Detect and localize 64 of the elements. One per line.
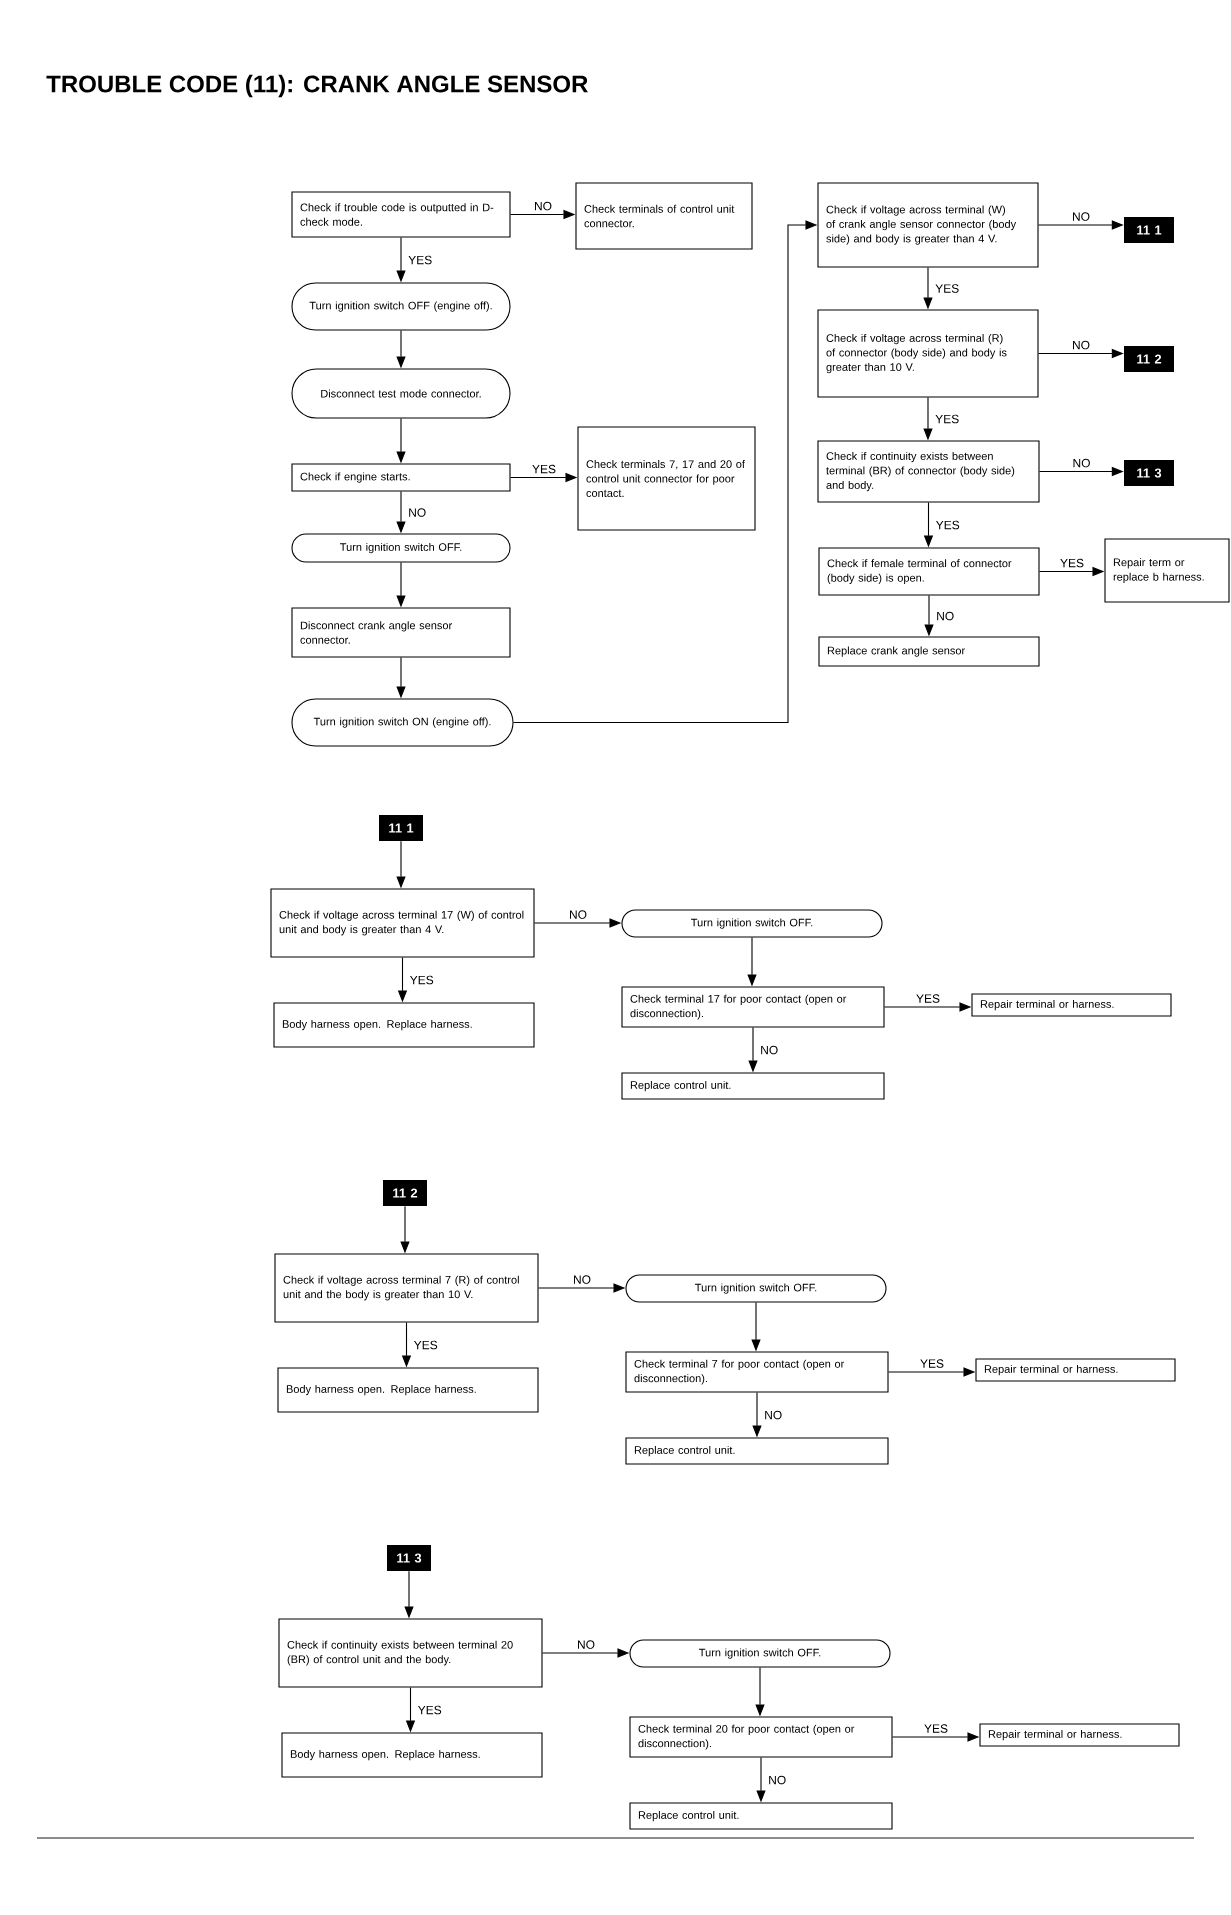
edge-label: YES	[531, 463, 557, 475]
edge-label: NO	[533, 200, 553, 212]
process-box: Check if engine starts.	[291, 463, 511, 492]
process-box: Body harness open. Replace harness.	[281, 1732, 543, 1778]
code-badge: 11 1	[379, 815, 423, 841]
title: TROUBLE CODE (11): CRANK ANGLE SENSOR	[46, 74, 588, 98]
process-box: Body harness open. Replace harness.	[273, 1002, 535, 1048]
edge-label: YES	[408, 974, 435, 986]
edge-label: NO	[763, 1409, 784, 1421]
process-box: Check if voltage across terminal 7 (R) of control unit and the body is greater than 10 V.	[274, 1253, 539, 1323]
process-box: Repair terminal or harness.	[975, 1358, 1176, 1382]
edge-label: YES	[919, 1358, 945, 1369]
edge-label: YES	[412, 1339, 439, 1351]
process-box: Replace control unit.	[621, 1072, 885, 1100]
code-badge: 11 2	[1124, 346, 1174, 372]
edge-label: NO	[407, 507, 428, 518]
rounded-box: Turn ignition switch ON (engine off).	[291, 698, 514, 747]
process-box: Body harness open. Replace harness.	[277, 1367, 539, 1413]
process-box: Check if trouble code is outputted in D-check mode.	[291, 191, 511, 238]
edge-label: NO	[1071, 211, 1091, 222]
edge-label: NO	[1071, 457, 1092, 469]
edge-label: NO	[576, 1639, 596, 1650]
rounded-box: Turn ignition switch OFF.	[625, 1274, 887, 1303]
rounded-box: Disconnect test mode connector.	[291, 368, 511, 419]
process-box: Check terminal 7 for poor contact (open or disconnection).	[625, 1351, 889, 1393]
edge-label: YES	[416, 1704, 443, 1716]
process-box: Check terminals 7, 17 and 20 of control unit connector for poor contact.	[577, 426, 756, 531]
edge-label: YES	[934, 283, 961, 294]
code-badge: 11 3	[387, 1545, 431, 1571]
process-box: Replace control unit.	[625, 1437, 889, 1465]
edge-label: NO	[568, 909, 588, 920]
process-box: Check if voltage across terminal 17 (W) of control unit and body is greater than 4 V.	[270, 888, 535, 958]
process-box: Check terminals of control unit connector.	[575, 182, 753, 250]
process-box: Disconnect crank angle sensor connector.	[291, 607, 511, 658]
edge-label: YES	[934, 413, 961, 425]
process-box: Check if continuity exists between terminal (BR) of connector (body side) and body.	[817, 440, 1040, 503]
process-box: Replace crank angle sensor	[818, 636, 1040, 667]
edge-label: YES	[1059, 557, 1085, 569]
process-box: Repair terminal or harness.	[979, 1723, 1180, 1747]
edge-label: NO	[1071, 339, 1091, 351]
code-badge: 11 1	[1124, 217, 1174, 243]
edge-label: YES	[934, 519, 961, 531]
process-box: Check if voltage across terminal (R) of connector (body side) and body is greater than 10 V.	[817, 309, 1039, 398]
edge-label: NO	[759, 1044, 780, 1056]
rounded-box: Turn ignition switch OFF (engine off).	[291, 282, 511, 331]
edge-label: NO	[767, 1774, 788, 1786]
rounded-box: Turn ignition switch OFF.	[291, 533, 511, 563]
edge-label: YES	[915, 993, 941, 1004]
process-box: Repair term or replace b harness.	[1104, 538, 1230, 603]
edge-label: NO	[572, 1274, 592, 1285]
process-box: Check if female terminal of connector (body side) is open.	[818, 547, 1040, 596]
code-badge: 11 2	[383, 1180, 427, 1206]
process-box: Check if voltage across terminal (W) of crank angle sensor connector (body side) and body is greater than 4 V.	[817, 182, 1039, 268]
rounded-box: Turn ignition switch OFF.	[621, 909, 883, 938]
edge-label: YES	[407, 254, 434, 266]
edge-label: NO	[935, 610, 956, 622]
edge-label: YES	[923, 1723, 949, 1734]
process-box: Check if continuity exists between terminal 20 (BR) of control unit and the body.	[278, 1618, 543, 1688]
code-badge: 11 3	[1124, 460, 1174, 486]
process-box: Replace control unit.	[629, 1802, 893, 1830]
process-box: Check terminal 17 for poor contact (open or disconnection).	[621, 986, 885, 1028]
process-box: Repair terminal or harness.	[971, 993, 1172, 1017]
process-box: Check terminal 20 for poor contact (open or disconnection).	[629, 1716, 893, 1758]
rounded-box: Turn ignition switch OFF.	[629, 1639, 891, 1668]
